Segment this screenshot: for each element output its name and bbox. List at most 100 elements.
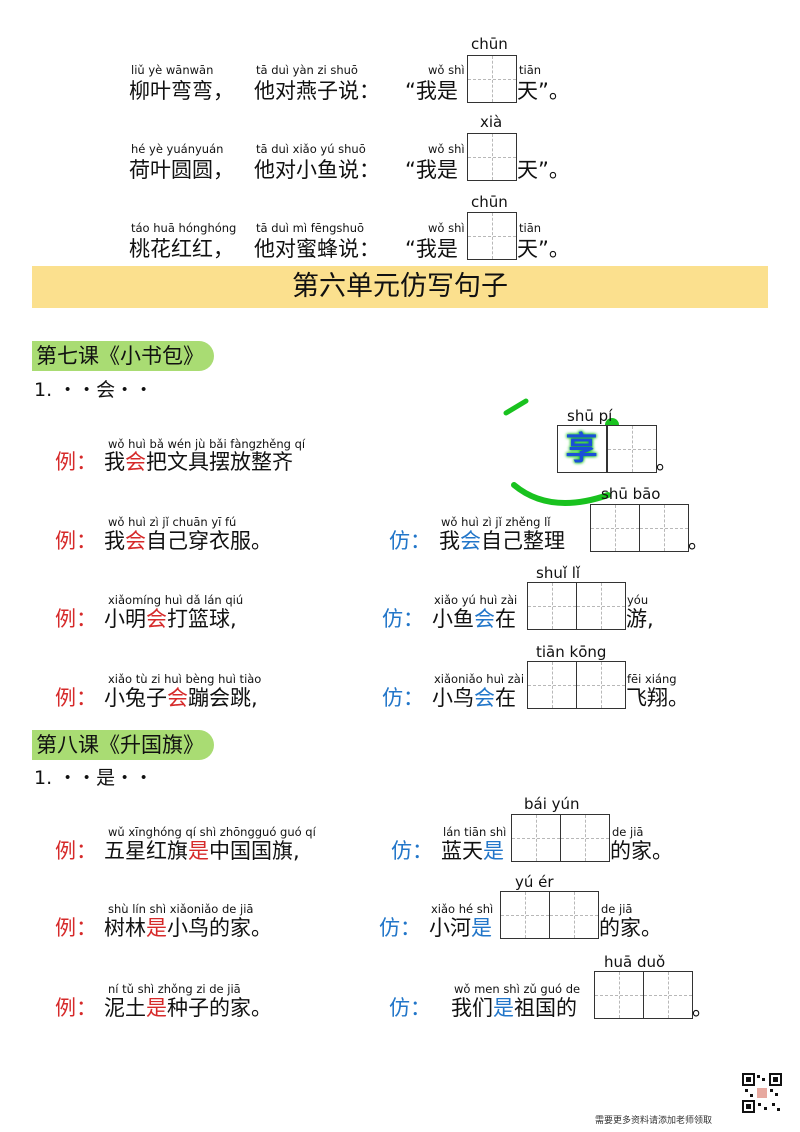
answer-box[interactable]	[607, 425, 657, 473]
imitate-sentence: 我们是祖国的	[451, 996, 577, 1020]
imitate-sentence: 小鸟会在	[432, 686, 516, 710]
example-label: 例：	[55, 996, 97, 1020]
imitate-sentence: 小河是	[429, 916, 492, 940]
pinyin: tā duì yàn zi shuō	[256, 63, 358, 77]
answer-box[interactable]	[576, 661, 626, 709]
sentence-end: 。	[656, 450, 677, 474]
example-label: 例：	[55, 916, 97, 940]
sentence-text: 他对小鱼说：	[254, 158, 380, 182]
imitate-sentence: 我会自己整理	[439, 529, 565, 553]
pinyin: wǔ xīnghóng qí shì zhōngguó guó qí	[108, 825, 316, 839]
box-pinyin: shū bāo	[601, 485, 661, 503]
pinyin: xiǎo yú huì zài	[434, 593, 518, 607]
sentence-end: 。	[692, 996, 713, 1020]
sentence-text: 天”。	[517, 79, 570, 103]
pinyin: wǒ huì bǎ wén jù bǎi fàngzhěng qí	[108, 437, 306, 451]
imitate-label: 仿：	[382, 607, 424, 631]
sentence-end: 的家。	[610, 839, 673, 863]
sentence-text: 天”。	[517, 237, 570, 261]
answer-box[interactable]: 享	[557, 425, 607, 473]
pinyin: tiān	[519, 63, 542, 77]
example-sentence: 泥土是种子的家。	[104, 996, 272, 1020]
pinyin: wǒ huì zì jǐ zhěng lǐ	[441, 515, 551, 529]
lesson7-title: 第七课《小书包》	[32, 341, 214, 371]
imitate-label: 仿：	[382, 686, 424, 710]
pinyin: hé yè yuányuán	[131, 142, 224, 156]
box-pinyin: xià	[480, 113, 503, 131]
sentence-text: 他对蜜蜂说：	[254, 237, 380, 261]
example-sentence: 我会把文具摆放整齐	[104, 450, 293, 474]
pinyin: yóu	[627, 593, 649, 607]
imitate-sentence: 蓝天是	[441, 839, 504, 863]
box-pinyin: yú ér	[515, 873, 554, 891]
sentence-end: 游,	[626, 607, 654, 631]
example-sentence: 树林是小鸟的家。	[104, 916, 272, 940]
pinyin: ní tǔ shì zhǒng zi de jiā	[108, 982, 241, 996]
answer-box[interactable]	[467, 133, 517, 181]
answer-box[interactable]	[594, 971, 644, 1019]
pinyin: xiǎomíng huì dǎ lán qiú	[108, 593, 244, 607]
footer-note: 需要更多资料请添加老师领取	[595, 1116, 713, 1126]
box-pinyin: huā duǒ	[604, 953, 666, 971]
box-pinyin: tiān kōng	[536, 643, 607, 661]
pinyin: tā duì mì fēngshuō	[256, 221, 365, 235]
pinyin: tā duì xiǎo yú shuō	[256, 142, 366, 156]
lesson7-pattern: 1. ・・会・・	[34, 379, 154, 401]
sentence-text: “我是	[405, 158, 458, 182]
pinyin: wǒ shì	[428, 142, 465, 156]
answer-box[interactable]	[467, 55, 517, 103]
qr-code-icon	[742, 1073, 782, 1113]
box-pinyin: bái yún	[524, 795, 580, 813]
unit-banner: 第六单元仿写句子	[32, 266, 768, 308]
pinyin: wǒ men shì zǔ guó de	[454, 982, 581, 996]
pinyin: de jiā	[601, 902, 633, 916]
answer-box[interactable]	[576, 582, 626, 630]
sentence-text: 荷叶圆圆，	[129, 158, 234, 182]
box-pinyin: shuǐ lǐ	[536, 564, 581, 582]
pinyin: wǒ huì zì jǐ chuān yī fú	[108, 515, 237, 529]
pinyin: xiǎoniǎo huì zài	[434, 672, 525, 686]
lesson8-title: 第八课《升国旗》	[32, 730, 214, 760]
example-label: 例：	[55, 607, 97, 631]
sentence-end: 。	[688, 529, 709, 553]
pinyin: lán tiān shì	[443, 825, 507, 839]
example-label: 例：	[55, 839, 97, 863]
sentence-text: 他对燕子说：	[254, 79, 380, 103]
pinyin: wǒ shì	[428, 221, 465, 235]
answer-box[interactable]	[590, 504, 640, 552]
answer-box[interactable]	[500, 891, 550, 939]
answer-box[interactable]	[643, 971, 693, 1019]
pinyin: táo huā hónghóng	[131, 221, 237, 235]
example-sentence: 小兔子会蹦会跳,	[104, 686, 258, 710]
sentence-text: 柳叶弯弯，	[129, 79, 234, 103]
answer-box[interactable]	[549, 891, 599, 939]
pinyin: fēi xiáng	[627, 672, 677, 686]
pinyin: xiǎo tù zi huì bèng huì tiào	[108, 672, 262, 686]
sentence-text: 桃花红红，	[129, 237, 234, 261]
pinyin: wǒ shì	[428, 63, 465, 77]
example-label: 例：	[55, 450, 97, 474]
imitate-label: 仿：	[389, 996, 431, 1020]
pinyin: tiān	[519, 221, 542, 235]
box-pinyin: shū pí	[567, 407, 613, 425]
box-pinyin: chūn	[471, 193, 508, 211]
example-sentence: 我会自己穿衣服。	[104, 529, 272, 553]
answer-box[interactable]	[527, 582, 577, 630]
imitate-label: 仿：	[389, 529, 431, 553]
imitate-label: 仿：	[391, 839, 433, 863]
answer-box[interactable]	[527, 661, 577, 709]
sentence-end: 飞翔。	[626, 686, 689, 710]
sentence-end: 的家。	[599, 916, 662, 940]
pinyin: liǔ yè wānwān	[131, 63, 214, 77]
example-sentence: 小明会打篮球,	[104, 607, 237, 631]
answer-box[interactable]	[511, 814, 561, 862]
sentence-text: “我是	[405, 79, 458, 103]
sentence-text: “我是	[405, 237, 458, 261]
imitate-sentence: 小鱼会在	[432, 607, 516, 631]
pinyin: xiǎo hé shì	[431, 902, 494, 916]
answer-box[interactable]	[560, 814, 610, 862]
answer-box[interactable]	[639, 504, 689, 552]
sentence-text: 天”。	[517, 158, 570, 182]
answer-box[interactable]	[467, 212, 517, 260]
box-char: 享	[565, 429, 598, 467]
